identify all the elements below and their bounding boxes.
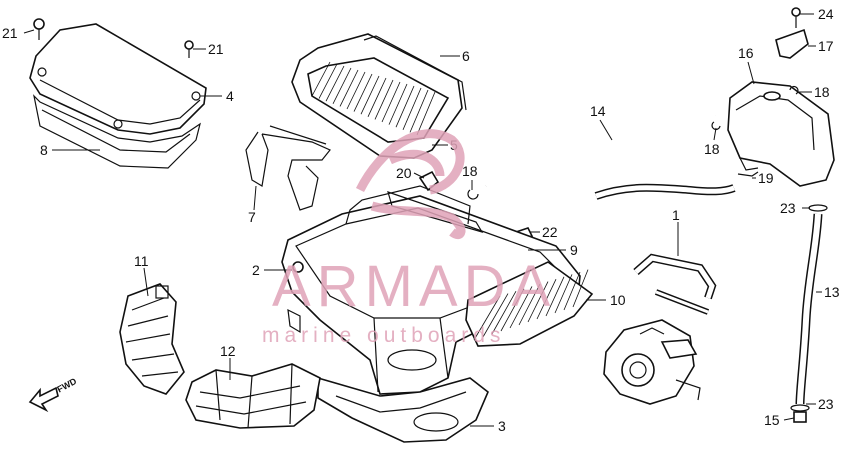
filter-pleat bbox=[388, 83, 408, 125]
watermark-logo bbox=[355, 129, 466, 240]
callout-17: 17 bbox=[818, 38, 834, 54]
air-cleaner-cover bbox=[29, 23, 207, 135]
filter-pleat bbox=[367, 77, 387, 117]
fwd-arrow: FWD bbox=[28, 376, 79, 413]
separator-tank bbox=[727, 81, 835, 187]
callout-3: 3 bbox=[498, 418, 506, 434]
callout-23-bottom: 23 bbox=[818, 396, 834, 412]
air-cleaner-case bbox=[281, 185, 581, 395]
filter-pleat bbox=[311, 61, 331, 97]
callout-21-right: 21 bbox=[208, 41, 224, 57]
filter-pleat bbox=[409, 89, 429, 133]
filter-pleat bbox=[346, 71, 366, 110]
filter-pleat bbox=[402, 87, 422, 130]
carburetor bbox=[603, 319, 701, 405]
filter-pleat bbox=[360, 75, 380, 115]
filter-pleat bbox=[318, 63, 338, 99]
callout-20: 20 bbox=[396, 165, 412, 181]
screw-21-right bbox=[184, 40, 194, 58]
screen-mesh-line bbox=[500, 288, 525, 332]
callout-9: 9 bbox=[570, 242, 578, 258]
watermark-brand: ARMADA bbox=[272, 254, 556, 319]
callout-21-left: 21 bbox=[2, 25, 18, 41]
screen-mesh-line bbox=[491, 291, 517, 335]
callout-1: 1 bbox=[672, 207, 680, 223]
screen-mesh-line bbox=[509, 286, 533, 329]
intake-funnel-12 bbox=[185, 363, 321, 429]
screen-mesh-line bbox=[518, 283, 541, 326]
watermark: ARMADA marine outboards bbox=[262, 129, 556, 347]
callout-13: 13 bbox=[824, 284, 840, 300]
filter-pleat bbox=[332, 67, 352, 104]
fwd-label: FWD bbox=[55, 376, 78, 395]
clip-18-mid bbox=[711, 121, 721, 130]
clamp-19 bbox=[737, 171, 759, 177]
leader-lines bbox=[23, 13, 822, 427]
tube-1 bbox=[594, 183, 736, 315]
intake-duct-11 bbox=[119, 283, 185, 395]
screen-mesh-line bbox=[482, 293, 509, 338]
callout-18-right: 18 bbox=[814, 84, 830, 100]
filter-pleat bbox=[325, 65, 345, 102]
clip-18-center bbox=[467, 189, 479, 200]
screen-mesh-line bbox=[554, 274, 573, 314]
callout-15: 15 bbox=[764, 412, 780, 428]
drain-tube-13 bbox=[790, 204, 828, 423]
callout-6: 6 bbox=[462, 48, 470, 64]
callout-23-top: 23 bbox=[780, 200, 796, 216]
filter-pleat bbox=[381, 81, 401, 123]
callout-12: 12 bbox=[220, 343, 236, 359]
air-filter-element bbox=[291, 33, 467, 159]
callout-10: 10 bbox=[610, 292, 626, 308]
base-plate bbox=[317, 376, 489, 443]
screen-element bbox=[465, 261, 594, 347]
filter-pleat bbox=[374, 79, 394, 120]
filter-pleat bbox=[416, 91, 436, 136]
filter-pleat bbox=[353, 73, 373, 112]
screw-21-left bbox=[33, 18, 45, 40]
screen-mesh-line bbox=[563, 271, 581, 311]
callout-22: 22 bbox=[542, 224, 558, 240]
callout-8: 8 bbox=[40, 142, 48, 158]
clip-18-right bbox=[789, 86, 799, 95]
filter-pleat bbox=[395, 85, 415, 128]
callout-18-center: 18 bbox=[462, 163, 478, 179]
callout-19: 19 bbox=[758, 170, 774, 186]
screen-mesh-line bbox=[545, 276, 565, 317]
callouts: 21 21 4 8 6 5 7 20 18 14 18 16 24 17 18 … bbox=[2, 6, 840, 434]
callout-24: 24 bbox=[818, 6, 834, 22]
filter-pleat bbox=[339, 69, 359, 107]
callout-2: 2 bbox=[252, 262, 260, 278]
cover-gasket bbox=[33, 94, 201, 169]
bracket-17 bbox=[775, 7, 809, 59]
callout-14: 14 bbox=[590, 103, 606, 119]
screen-mesh-line bbox=[536, 279, 557, 320]
callout-16: 16 bbox=[738, 45, 754, 61]
screen-mesh-line bbox=[473, 295, 501, 341]
callout-18-mid: 18 bbox=[704, 141, 720, 157]
callout-7: 7 bbox=[248, 209, 256, 225]
screen-mesh-line bbox=[572, 269, 589, 308]
spring-clip bbox=[245, 125, 331, 211]
screen-mesh-line bbox=[527, 281, 549, 323]
callout-11: 11 bbox=[134, 253, 149, 269]
callout-4: 4 bbox=[226, 88, 234, 104]
breather-tube-14 bbox=[484, 113, 717, 189]
watermark-tagline: marine outboards bbox=[262, 324, 505, 347]
